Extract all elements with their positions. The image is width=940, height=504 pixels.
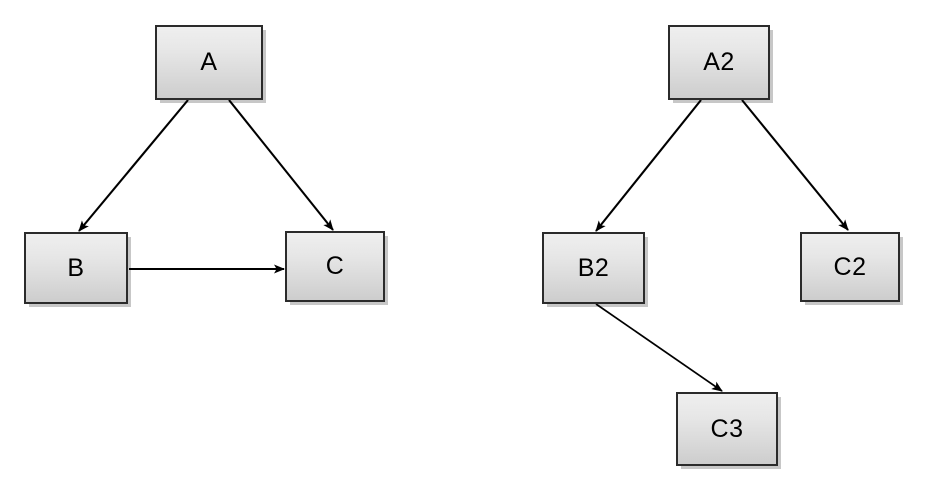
edge-a2-to-b2 bbox=[595, 99, 702, 232]
edge-b2-to-c3 bbox=[595, 303, 723, 392]
node-c3-label: C3 bbox=[710, 414, 744, 443]
node-c[interactable]: C bbox=[285, 231, 385, 302]
node-b-label: B bbox=[67, 253, 85, 282]
node-b2-label: B2 bbox=[577, 253, 610, 282]
edge-a2-to-c2 bbox=[741, 99, 849, 231]
node-c-label: C bbox=[325, 252, 345, 280]
node-a[interactable]: A bbox=[155, 25, 263, 100]
edge-a-to-b bbox=[78, 99, 189, 232]
node-a2[interactable]: A2 bbox=[668, 25, 770, 100]
node-b[interactable]: B bbox=[24, 232, 128, 304]
node-c3[interactable]: C3 bbox=[676, 392, 778, 466]
node-c2[interactable]: C2 bbox=[800, 232, 900, 302]
node-a2-label: A2 bbox=[703, 48, 735, 76]
node-c2-label: C2 bbox=[833, 252, 867, 281]
node-a-label: A bbox=[200, 48, 218, 76]
edge-a-to-c bbox=[228, 99, 334, 231]
node-b2[interactable]: B2 bbox=[542, 232, 645, 304]
